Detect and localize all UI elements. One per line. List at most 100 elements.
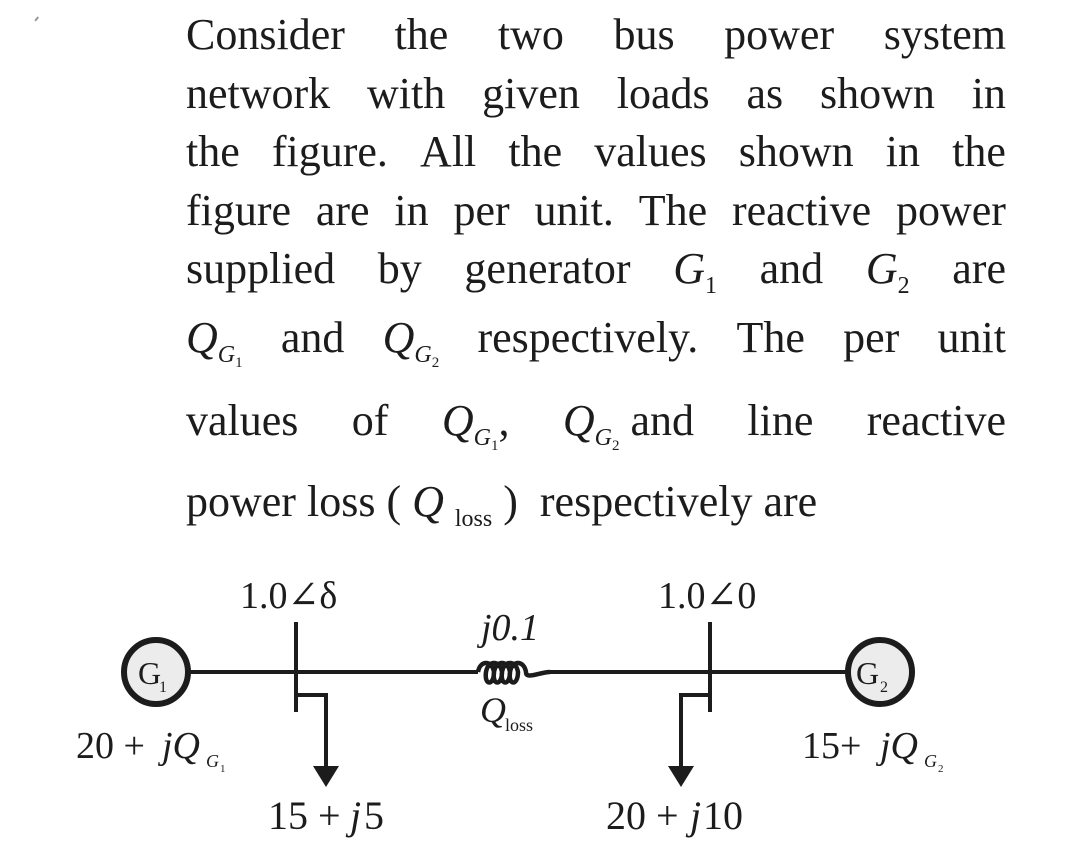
- line-impedance: j0.1: [476, 607, 539, 649]
- word: power: [186, 476, 296, 526]
- word: given: [482, 68, 580, 118]
- word: power: [724, 10, 835, 59]
- word: in: [971, 68, 1006, 118]
- word: power: [895, 185, 1006, 235]
- word: figure: [186, 185, 292, 235]
- word: unit: [937, 312, 1006, 362]
- word: respectively.: [477, 312, 699, 362]
- word: The: [736, 312, 805, 362]
- svg-text:5: 5: [364, 793, 384, 838]
- word: are: [315, 185, 370, 235]
- word: per: [843, 312, 900, 362]
- question-line-2: network with given loads as shown in: [186, 65, 1006, 124]
- word: the: [508, 127, 563, 176]
- word: respectively: [539, 476, 753, 526]
- svg-text:1: 1: [220, 763, 226, 775]
- svg-text:15 +: 15 +: [268, 793, 341, 838]
- question-line-7: values of QG1, QG2 and line reactive: [186, 392, 1006, 454]
- symbol-g2: G2: [865, 244, 910, 299]
- word: values: [186, 396, 299, 445]
- word: system: [883, 10, 1006, 59]
- word: are: [763, 476, 818, 526]
- load-1-power: 15 + j 5: [268, 793, 384, 838]
- word: the: [186, 127, 240, 176]
- word: reactive: [866, 396, 1006, 445]
- svg-text:Q: Q: [480, 690, 506, 730]
- word: and: [280, 312, 345, 362]
- word: loads: [616, 68, 710, 118]
- word: figure.: [271, 127, 388, 176]
- word: Consider: [186, 10, 345, 59]
- symbol-g1: G1: [673, 244, 717, 299]
- word: network: [186, 68, 331, 118]
- word: and: [759, 244, 824, 293]
- svg-text:jQ: jQ: [157, 725, 200, 767]
- symbol-qg2: QG2: [382, 312, 440, 371]
- svg-text:1: 1: [159, 679, 167, 696]
- svg-text:loss: loss: [505, 715, 533, 735]
- question-line-5: supplied by generator G1 and G2 are: [186, 240, 1006, 299]
- svg-text:j: j: [345, 793, 361, 838]
- word: two: [497, 10, 564, 59]
- word: in: [394, 185, 429, 235]
- word: reactive: [731, 185, 872, 235]
- load-2-arrow-icon: [668, 766, 694, 787]
- generator-2-icon: G 2: [845, 637, 915, 707]
- word: are: [952, 244, 1006, 293]
- word: loss: [306, 476, 376, 526]
- generator-1-icon: G 1: [121, 637, 191, 707]
- generator-2-power: 15+ jQ G 2: [802, 725, 944, 775]
- svg-text:20 +: 20 +: [76, 725, 145, 767]
- svg-text:15+: 15+: [802, 725, 861, 767]
- bus-1-voltage: 1.0∠δ: [240, 575, 337, 617]
- svg-text:j: j: [685, 793, 701, 838]
- bus-2-icon: [668, 622, 712, 787]
- two-bus-diagram: G 1 G 2 1.0∠δ 1.0∠0 j0.1 Q loss 20 + jQ: [0, 560, 1080, 848]
- svg-text:jQ: jQ: [875, 725, 918, 767]
- word: All: [420, 127, 477, 176]
- svg-text:20 +: 20 +: [606, 793, 679, 838]
- symbol-qg1: QG1,: [441, 396, 510, 454]
- symbol-qg1: QG1: [186, 312, 243, 371]
- svg-text:2: 2: [938, 763, 944, 775]
- svg-text:G: G: [206, 751, 219, 771]
- word: bus: [613, 10, 675, 59]
- question-line-4: figure are in per unit. The reactive pow…: [186, 182, 1006, 241]
- svg-text:G: G: [856, 655, 879, 691]
- word: by: [377, 244, 422, 293]
- question-line-3: the figure. All the values shown in the: [186, 123, 1006, 182]
- question-line-1: Consider the two bus power system: [186, 6, 1006, 65]
- inductor-icon: [475, 660, 551, 685]
- question-line-6: QG1 and QG2 respectively. The per unit: [186, 309, 1006, 371]
- word: shown: [819, 68, 935, 118]
- word: the: [952, 127, 1006, 176]
- word: the: [394, 10, 449, 59]
- word: of: [351, 396, 389, 445]
- word: supplied: [186, 244, 336, 293]
- load-2-power: 20 + j 10: [606, 793, 743, 838]
- bus-1-icon: [294, 622, 339, 787]
- stray-mark: [34, 16, 39, 22]
- bus-2-voltage: 1.0∠0: [658, 575, 756, 617]
- word: per: [453, 185, 510, 235]
- svg-text:G: G: [138, 655, 161, 691]
- question-text: Consider the two bus power system networ…: [186, 6, 1006, 532]
- word: values: [594, 127, 707, 176]
- word: shown: [738, 127, 854, 176]
- svg-text:G: G: [924, 751, 937, 771]
- load-1-arrow-icon: [313, 766, 339, 787]
- line-loss-label: Q loss: [480, 690, 533, 735]
- word: with: [367, 68, 446, 118]
- word: as: [746, 68, 784, 118]
- word: line: [747, 396, 814, 445]
- word: generator: [464, 244, 631, 293]
- svg-text:2: 2: [880, 679, 888, 696]
- symbol-qg2: QG2 and: [562, 396, 695, 454]
- svg-text:10: 10: [703, 793, 743, 838]
- word: The: [638, 185, 708, 235]
- word: unit.: [534, 185, 614, 235]
- generator-1-power: 20 + jQ G 1: [76, 725, 226, 775]
- word: in: [885, 127, 921, 176]
